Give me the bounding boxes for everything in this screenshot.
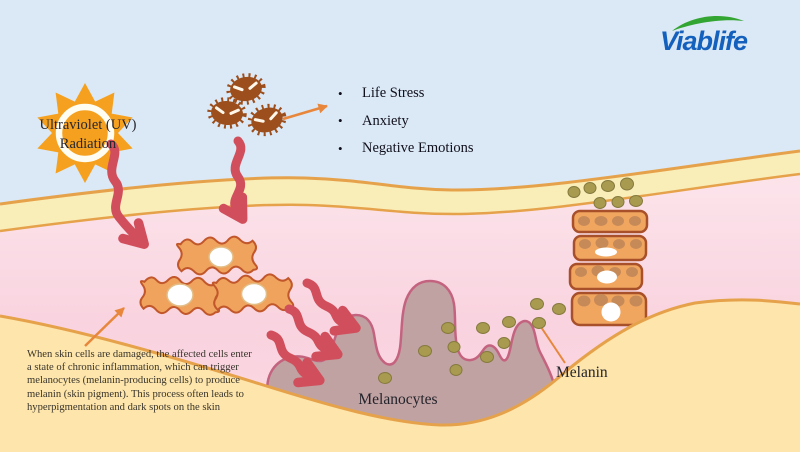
melanin-pointer-line: [540, 326, 566, 364]
melanin-label: Melanin: [556, 364, 608, 381]
bullet-icon: •: [338, 140, 343, 156]
cell-nucleus: [240, 282, 268, 306]
subcutis-layer: [0, 298, 800, 452]
stress-item-label: Negative Emotions: [362, 140, 474, 157]
description-text: When skin cells are damaged, the affecte…: [27, 349, 252, 413]
stress-item-label: Life Stress: [362, 85, 425, 102]
brand-logo: Viablife: [660, 15, 780, 60]
stress-list-item: • Negative Emotions: [338, 135, 474, 163]
cell-nucleus: [595, 247, 621, 322]
bullet-icon: •: [338, 85, 343, 101]
stress-list-item: • Life Stress: [338, 80, 474, 108]
stress-list-pointer-arrow: [282, 103, 328, 121]
inflammation-arrow: [302, 278, 361, 336]
damaged-skin-cells: [138, 234, 295, 317]
cell-nucleus: [166, 283, 194, 307]
stress-factor-list: • Life Stress • Anxiety • Negative Emoti…: [338, 80, 474, 163]
uv-wavy-arrow: [106, 139, 149, 249]
inflammation-arrow: [284, 304, 343, 362]
uv-radiation-label: Ultraviolet (UV) Radiation: [14, 116, 162, 154]
description-pointer-arrow: [84, 307, 125, 347]
pigment-granules: [575, 216, 643, 307]
stress-wavy-arrow: [218, 136, 248, 224]
keratinocyte-stack: [568, 209, 649, 327]
melanin-dots: [378, 177, 643, 384]
brand-name: Viablife: [660, 26, 748, 56]
keratinocyte-cell: [571, 209, 649, 234]
leaf-icon: [672, 15, 744, 31]
stress-item-label: Anxiety: [362, 112, 409, 129]
uv-label-line1: Ultraviolet (UV): [39, 117, 137, 133]
bullet-icon: •: [338, 113, 343, 129]
melanocytes-label: Melanocytes: [358, 391, 438, 408]
inflammation-arrow: [266, 330, 325, 388]
wavy-arrow-icons: [106, 136, 361, 388]
uv-label-line2: Radiation: [59, 136, 117, 152]
sun-icon: [37, 83, 133, 183]
cell-nucleus: [208, 246, 234, 268]
annotation-arrows: [84, 103, 566, 364]
stress-list-item: • Anxiety: [338, 108, 474, 136]
